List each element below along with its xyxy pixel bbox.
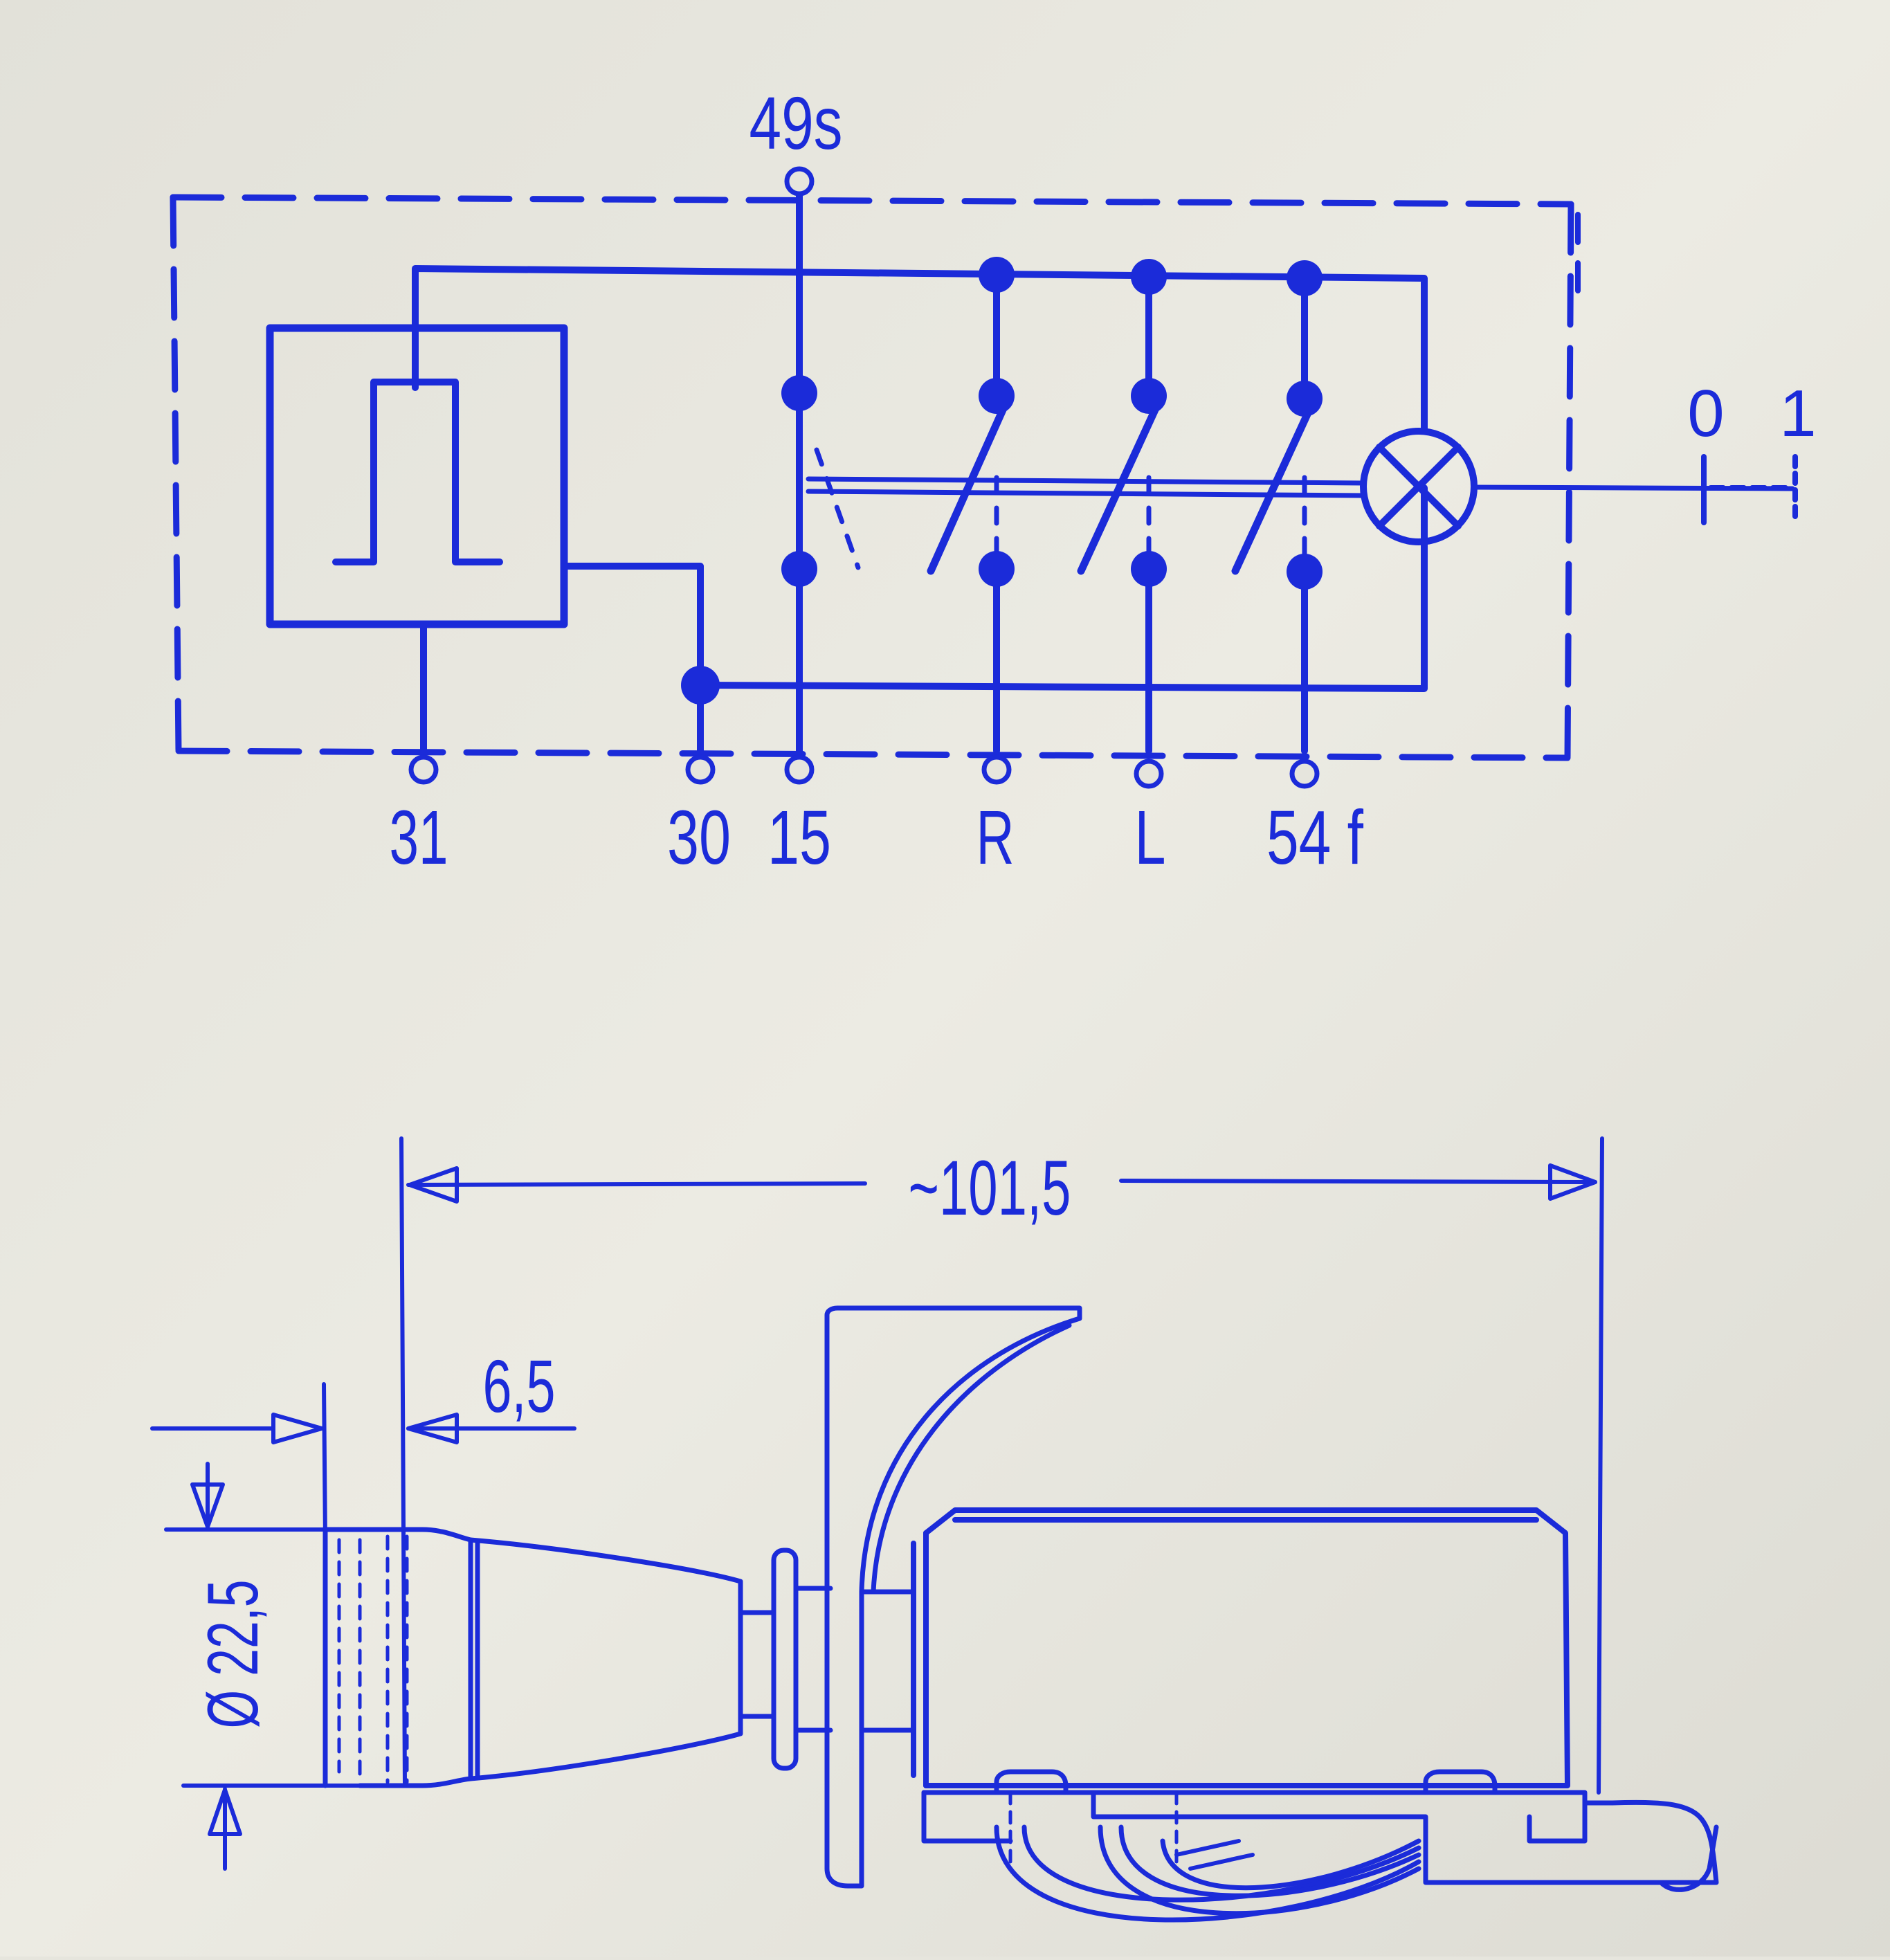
- terminal-31: [408, 754, 439, 785]
- label-position-1: 1: [1779, 376, 1816, 451]
- label-31: 31: [390, 795, 448, 880]
- terminals: [408, 166, 1320, 789]
- wiring: [420, 168, 1428, 754]
- mechanical-labels: ~101,5 6,5 Ø 22,5: [193, 1145, 1071, 1729]
- label-front-offset: 6,5: [483, 1344, 556, 1428]
- label-54f: 54 f: [1266, 795, 1363, 880]
- housing-outline: [170, 194, 1574, 761]
- mechanical-drawing: [150, 1136, 1719, 1923]
- label-overall-length: ~101,5: [909, 1145, 1071, 1231]
- junction-dots: [681, 257, 1323, 705]
- connector-housing: [921, 1769, 1719, 1892]
- schematic-labels: 49s 31 30 15 R L 54 f 0 1: [390, 81, 1817, 880]
- dimension-diameter: [164, 1462, 362, 1871]
- indicator-lamp: [1360, 428, 1478, 545]
- label-L: L: [1135, 795, 1166, 880]
- position-marks: [1575, 212, 1798, 525]
- switch-levers: [927, 404, 1314, 575]
- dimension-overall: [406, 1163, 1597, 1204]
- label-49s: 49s: [749, 81, 843, 165]
- terminal-54f: [1289, 759, 1320, 789]
- mounting-bracket: [824, 1305, 1082, 1889]
- cable-loops: [994, 1824, 1421, 1923]
- terminal-R: [981, 754, 1012, 785]
- label-knob-diameter: Ø 22,5: [193, 1580, 273, 1729]
- dimension-front: [150, 1413, 576, 1444]
- label-30: 30: [667, 795, 731, 880]
- terminal-49s: [784, 166, 815, 197]
- label-R: R: [976, 795, 1015, 880]
- terminal-15: [784, 754, 815, 785]
- terminal-30: [685, 754, 716, 785]
- terminal-L: [1134, 759, 1164, 789]
- extension-lines: [322, 1136, 1604, 1795]
- label-15: 15: [767, 795, 831, 880]
- label-position-0: 0: [1687, 376, 1724, 451]
- flasher-unit: [266, 324, 568, 628]
- wiring-schematic: [170, 166, 1798, 789]
- switch-body: [911, 1507, 1570, 1788]
- pulse-symbol: [332, 379, 503, 565]
